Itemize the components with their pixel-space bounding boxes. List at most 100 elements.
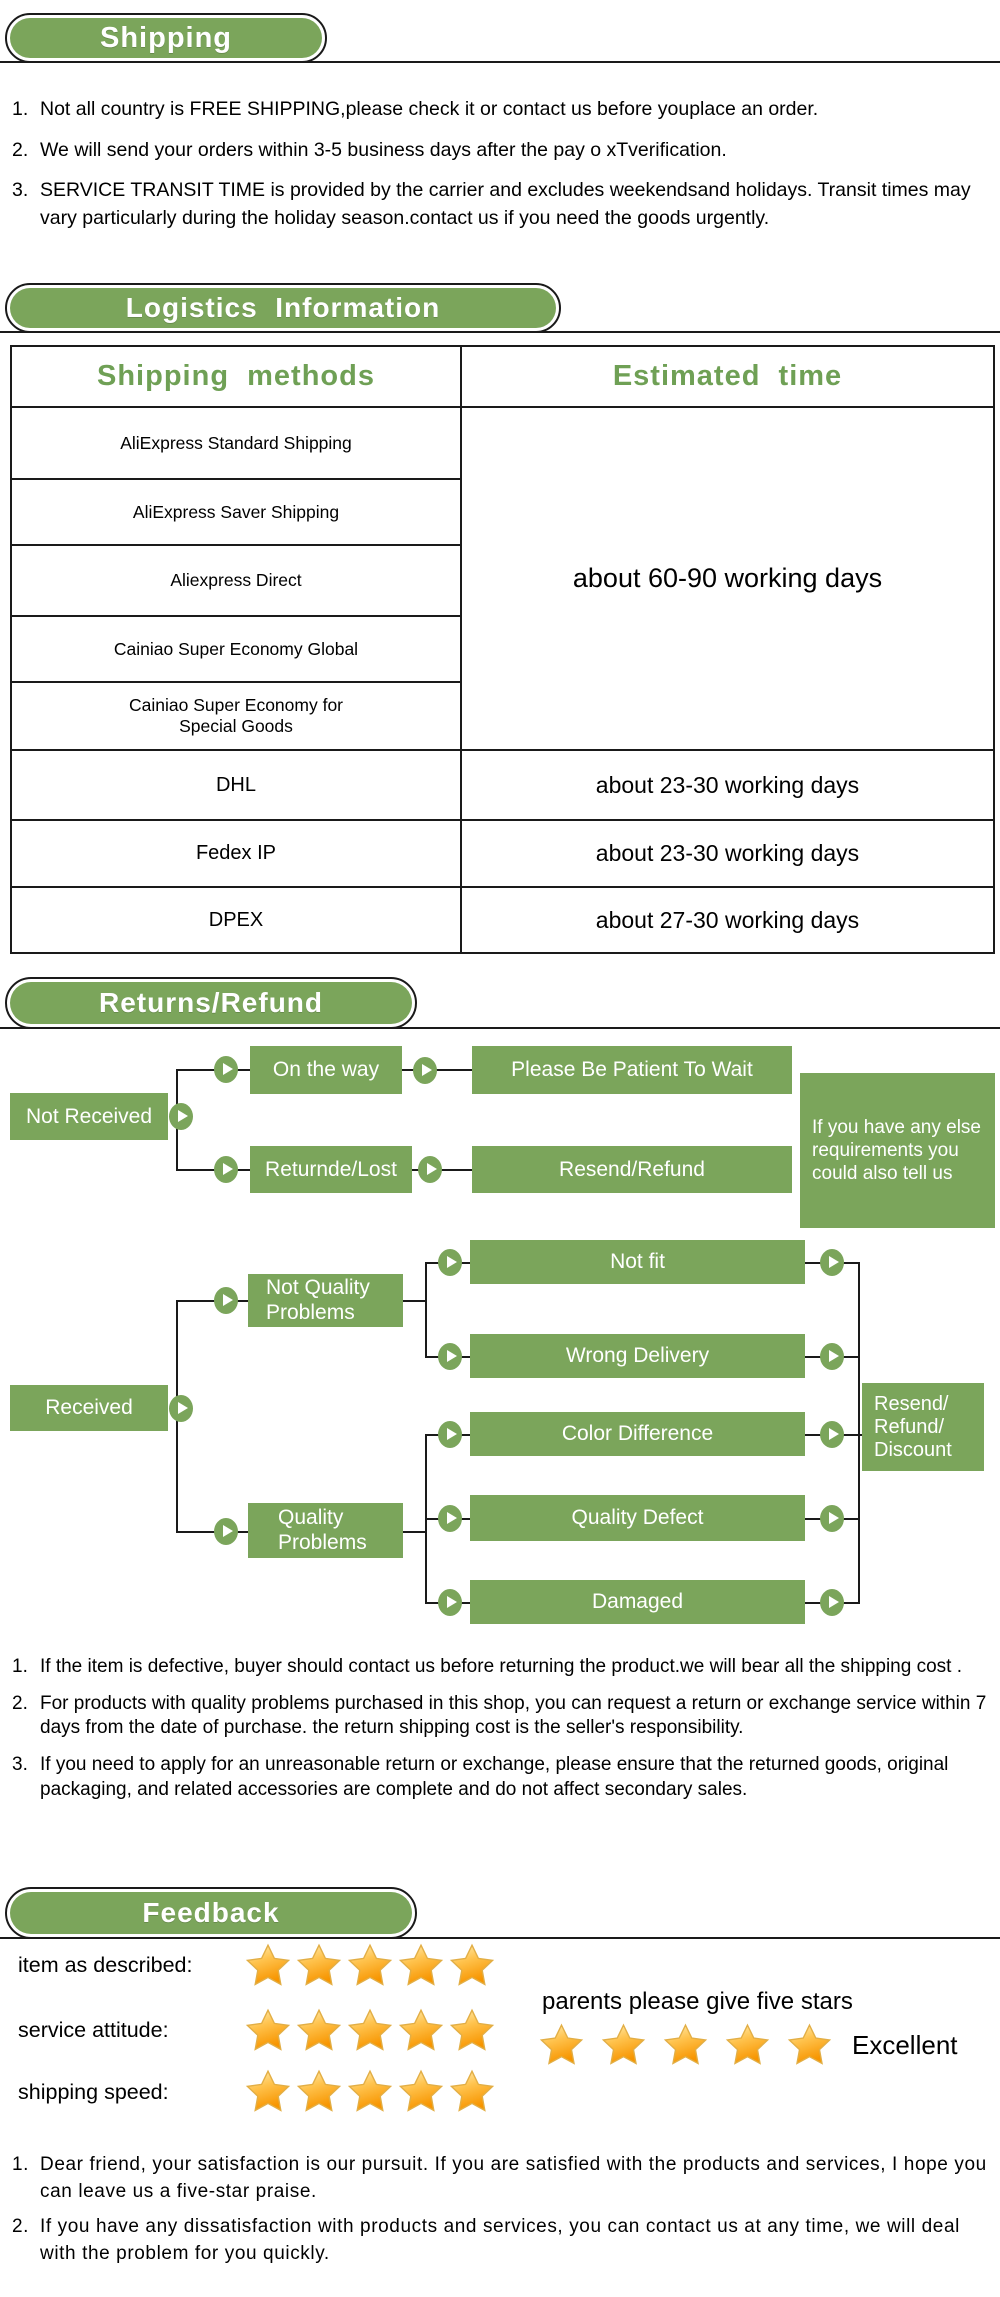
rating-label: service attitude: bbox=[18, 2018, 169, 2042]
star-icon bbox=[725, 2023, 770, 2065]
star-icon bbox=[245, 2008, 291, 2051]
arrow-circle-icon bbox=[169, 1103, 193, 1130]
connector-line bbox=[176, 1300, 248, 1302]
table-cell-time: about 23-30 working days bbox=[460, 749, 995, 821]
divider bbox=[0, 1937, 1000, 1939]
returns-title: Returns/Refund bbox=[99, 987, 323, 1018]
rating-label: shipping speed: bbox=[18, 2080, 169, 2104]
star-icon bbox=[347, 2069, 393, 2112]
connector-line bbox=[402, 1069, 472, 1071]
divider bbox=[0, 1027, 1000, 1029]
table-cell-time: about 27-30 working days bbox=[460, 886, 995, 954]
star-icon bbox=[245, 2069, 291, 2112]
connector-line bbox=[858, 1262, 860, 1604]
returns-flowchart: Not Received On the way Please Be Patien… bbox=[0, 1040, 1000, 1648]
star-icon bbox=[347, 1943, 393, 1986]
arrow-circle-icon bbox=[418, 1156, 442, 1183]
connector-line bbox=[176, 1069, 250, 1071]
connector-line bbox=[403, 1531, 427, 1533]
flow-box-color-difference: Color Difference bbox=[470, 1412, 805, 1456]
star-icon bbox=[663, 2023, 708, 2065]
flow-box-not-quality-problems: Not Quality Problems bbox=[248, 1274, 403, 1327]
list-number: 1. bbox=[12, 2154, 30, 2175]
excellent-label: Excellent bbox=[852, 2030, 958, 2060]
star-icon bbox=[398, 2069, 444, 2112]
table-cell-method: AliExpress Standard Shipping bbox=[10, 406, 462, 480]
arrow-circle-icon bbox=[214, 1287, 238, 1314]
table-cell-method: Cainiao Super Economy Global bbox=[10, 615, 462, 683]
list-item: 2. If you have any dissatisfaction with … bbox=[12, 2214, 990, 2267]
arrow-circle-icon bbox=[169, 1395, 193, 1422]
star-icon bbox=[296, 1943, 342, 1986]
arrow-circle-icon bbox=[820, 1589, 844, 1616]
list-text: If you have any dissatisfaction with pro… bbox=[40, 2216, 960, 2264]
star-icon bbox=[449, 2069, 495, 2112]
flow-box-outcome: Resend/ Refund/ Discount bbox=[862, 1383, 984, 1471]
flow-box-on-the-way: On the way bbox=[250, 1046, 402, 1094]
list-text: SERVICE TRANSIT TIME is provided by the … bbox=[40, 179, 971, 230]
star-icon bbox=[449, 1943, 495, 1986]
star-icon bbox=[787, 2023, 832, 2065]
arrow-circle-icon bbox=[214, 1156, 238, 1183]
list-item: 1. If the item is defective, buyer shoul… bbox=[12, 1655, 990, 1680]
table-cell-method: Fedex IP bbox=[10, 819, 462, 888]
connector-line bbox=[176, 1169, 250, 1171]
flow-box-received: Received bbox=[10, 1385, 168, 1431]
star-icon bbox=[539, 2023, 584, 2065]
flow-box-quality-defect: Quality Defect bbox=[470, 1495, 805, 1541]
shipping-title: Shipping bbox=[99, 21, 233, 54]
shipping-banner-capsule: Shipping bbox=[10, 18, 322, 58]
star-icon bbox=[296, 2008, 342, 2051]
star-icon bbox=[296, 2069, 342, 2112]
list-text: If the item is defective, buyer should c… bbox=[40, 1656, 963, 1677]
divider bbox=[0, 61, 1000, 63]
star-icon bbox=[398, 1943, 444, 1986]
logistics-banner: Logistics Information bbox=[5, 283, 561, 333]
arrow-circle-icon bbox=[820, 1249, 844, 1276]
list-item: 2. For products with quality problems pu… bbox=[12, 1692, 990, 1741]
table-cell-method: AliExpress Saver Shipping bbox=[10, 478, 462, 546]
arrow-circle-icon bbox=[820, 1421, 844, 1448]
flow-box-not-fit: Not fit bbox=[470, 1240, 805, 1284]
list-text: Not all country is FREE SHIPPING,please … bbox=[40, 98, 819, 120]
rating-label: item as described: bbox=[18, 1953, 193, 1977]
returns-banner: Returns/Refund bbox=[5, 977, 417, 1029]
arrow-circle-icon bbox=[438, 1505, 462, 1532]
star-icon bbox=[449, 2008, 495, 2051]
arrow-circle-icon bbox=[820, 1343, 844, 1370]
list-number: 3. bbox=[12, 1754, 28, 1776]
star-rating-row bbox=[538, 2022, 833, 2069]
arrow-circle-icon bbox=[820, 1505, 844, 1532]
arrow-circle-icon bbox=[438, 1421, 462, 1448]
arrow-circle-icon bbox=[214, 1056, 238, 1083]
list-number: 1. bbox=[12, 1656, 28, 1677]
arrow-circle-icon bbox=[438, 1589, 462, 1616]
star-rating-row bbox=[244, 1942, 496, 1990]
arrow-circle-icon bbox=[438, 1343, 462, 1370]
logistics-table: Shipping methods Estimated time AliExpre… bbox=[10, 345, 995, 954]
list-item: 2. We will send your orders within 3-5 b… bbox=[12, 137, 987, 165]
feedback-banner: Feedback bbox=[5, 1887, 417, 1939]
connector-line bbox=[412, 1169, 472, 1171]
star-icon bbox=[245, 1943, 291, 1986]
list-item: 1. Dear friend, your satisfaction is our… bbox=[12, 2152, 990, 2205]
flow-box-quality-problems: Quality Problems bbox=[248, 1503, 403, 1558]
feedback-banner-capsule: Feedback bbox=[10, 1892, 412, 1934]
returns-notes-list: 1. If the item is defective, buyer shoul… bbox=[12, 1655, 990, 1814]
list-number: 1. bbox=[12, 98, 29, 120]
star-rating-row bbox=[244, 2068, 496, 2116]
flow-box-not-received: Not Received bbox=[10, 1093, 168, 1140]
table-header-time: Estimated time bbox=[460, 345, 995, 408]
list-number: 2. bbox=[12, 1692, 28, 1714]
flow-box-note: If you have any else requirements you co… bbox=[800, 1073, 995, 1228]
table-header-methods: Shipping methods bbox=[10, 345, 462, 408]
list-text: We will send your orders within 3-5 busi… bbox=[40, 138, 727, 161]
list-number: 3. bbox=[12, 179, 29, 202]
arrow-circle-icon bbox=[438, 1249, 462, 1276]
table-cell-method: Aliexpress Direct bbox=[10, 544, 462, 617]
list-item: 1. Not all country is FREE SHIPPING,plea… bbox=[12, 96, 987, 124]
feedback-notes-list: 1. Dear friend, your satisfaction is our… bbox=[12, 2152, 990, 2276]
list-item: 3. SERVICE TRANSIT TIME is provided by t… bbox=[12, 177, 987, 232]
table-cell-method: Cainiao Super Economy for Special Goods bbox=[10, 681, 462, 751]
